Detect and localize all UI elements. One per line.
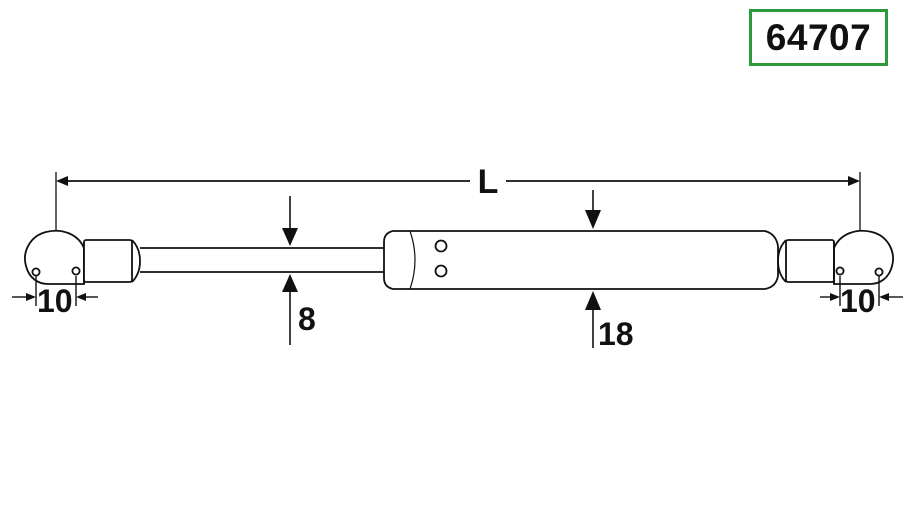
- piston-rod: [140, 247, 386, 273]
- left-socket-head: [24, 229, 85, 285]
- length-arrow-right: [848, 176, 860, 186]
- right-fitting-dimension: [820, 276, 903, 306]
- left-socket-hole-1: [31, 267, 41, 277]
- left-end-collar: [83, 239, 133, 283]
- left-fit-arrow-left: [26, 293, 36, 301]
- right-fit-arrow-right: [879, 293, 889, 301]
- cylinder-outline: [383, 230, 779, 290]
- right-socket-hole-2: [874, 267, 884, 277]
- overall-length-dimension: [55, 172, 861, 238]
- body-diameter-dimension: [585, 190, 601, 348]
- right-end-fitting: [777, 229, 894, 285]
- part-number-badge: 64707: [749, 9, 888, 66]
- left-socket-hole-2: [71, 266, 81, 276]
- left-end-fitting: [24, 229, 141, 285]
- cylinder-body: [383, 230, 779, 290]
- cylinder-dimple-top: [434, 239, 448, 253]
- part-number-text: 64707: [765, 16, 872, 58]
- right-socket-hole-1: [835, 266, 845, 276]
- length-arrow-left: [56, 176, 68, 186]
- rod-diameter-label: 8: [298, 301, 316, 337]
- body-dim-arrow-down: [585, 210, 601, 229]
- rod-dim-arrow-down: [282, 228, 298, 246]
- left-fitting-label: 10: [37, 283, 73, 319]
- body-dim-arrow-up: [585, 291, 601, 310]
- left-fit-arrow-right: [76, 293, 86, 301]
- rod-dim-arrow-up: [282, 274, 298, 292]
- length-label: L: [478, 163, 499, 201]
- right-socket-head: [833, 229, 894, 285]
- body-diameter-label: 18: [598, 316, 634, 352]
- cylinder-groove: [409, 230, 416, 290]
- rod-diameter-dimension: [282, 196, 298, 345]
- cylinder-dimple-bottom: [434, 264, 448, 278]
- right-collar-flare: [777, 239, 787, 283]
- right-fitting-label: 10: [840, 283, 876, 319]
- right-fit-arrow-left: [830, 293, 840, 301]
- left-fitting-dimension: [12, 276, 98, 306]
- left-collar-flare: [131, 239, 141, 283]
- right-end-collar: [785, 239, 835, 283]
